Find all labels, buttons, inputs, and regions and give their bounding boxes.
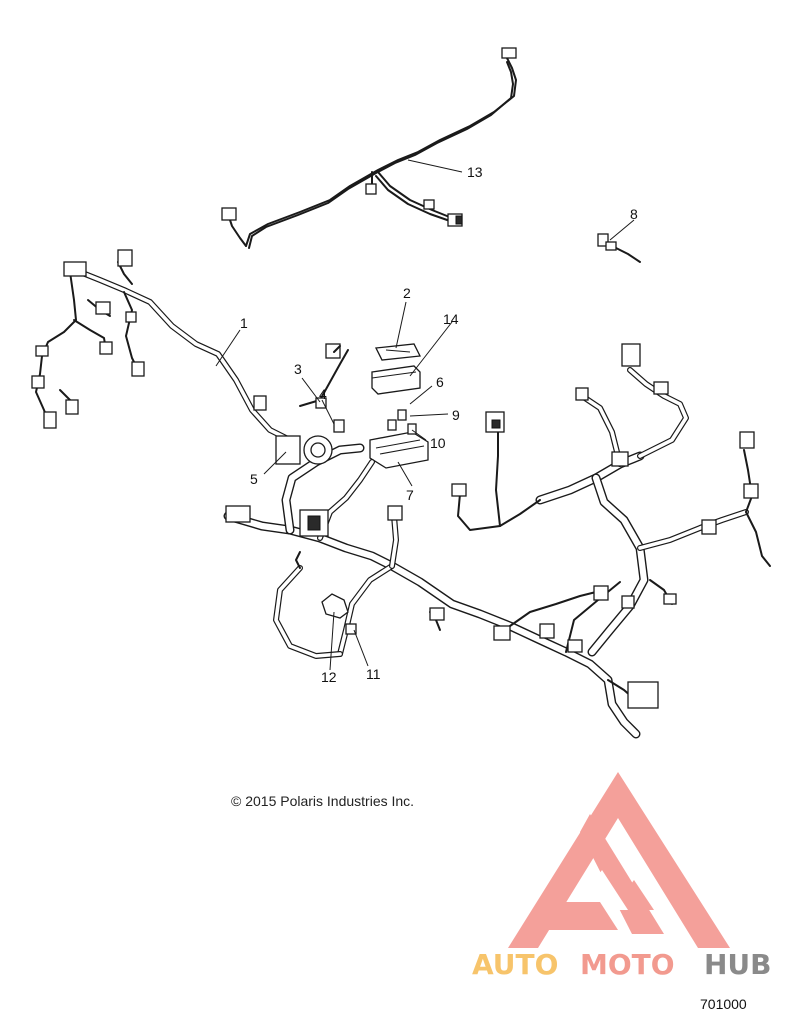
triangle-logo-icon — [508, 772, 730, 948]
callout-9: 9 — [452, 407, 460, 423]
bracket-12 — [321, 593, 349, 619]
connector-1a — [63, 261, 87, 277]
connector-13-top — [501, 47, 517, 59]
leader-lines — [215, 159, 635, 671]
brand-moto: MOTO — [580, 948, 675, 981]
callout-5: 5 — [250, 471, 258, 487]
connector-13-left — [221, 207, 237, 221]
callout-labels: 1 2 3 4 5 6 7 8 9 10 11 12 13 14 — [240, 164, 638, 685]
callout-8: 8 — [630, 206, 638, 222]
callout-11: 11 — [366, 666, 381, 682]
brand-auto: AUTO — [472, 948, 558, 981]
callout-7: 7 — [406, 487, 414, 503]
callout-13: 13 — [467, 164, 483, 180]
copyright-notice: © 2015 Polaris Industries Inc. — [231, 793, 415, 809]
callout-2: 2 — [403, 285, 411, 301]
callout-14: 14 — [443, 311, 459, 327]
fuse-panel-2 — [374, 343, 422, 361]
figure-number: 701000 — [700, 996, 747, 1012]
brand-wordmark: AUTO MOTO HUB — [472, 948, 772, 981]
clip-3a — [253, 395, 267, 411]
harness-main — [223, 343, 771, 739]
clip-3b — [315, 397, 327, 409]
callout-6: 6 — [436, 374, 444, 390]
fuse-box-7 — [369, 409, 429, 469]
connector-5 — [275, 435, 301, 465]
callout-3: 3 — [294, 361, 302, 377]
clip-11 — [345, 623, 357, 635]
connector-left-main — [225, 505, 251, 523]
harness-13 — [221, 47, 517, 249]
parts-3-4-5 — [253, 345, 349, 465]
brand-hub: HUB — [704, 948, 772, 981]
callout-10: 10 — [430, 435, 446, 451]
callout-1: 1 — [240, 315, 248, 331]
callout-4: 4 — [319, 386, 327, 402]
relay-box-14 — [371, 365, 421, 395]
connector-top-right — [621, 343, 641, 367]
harness-1-left — [31, 249, 293, 443]
connector-bottom-right — [627, 681, 659, 709]
automotohub-watermark-logo: AUTO MOTO HUB — [472, 772, 772, 981]
sensor-8 — [597, 233, 641, 263]
callout-12: 12 — [321, 669, 337, 685]
